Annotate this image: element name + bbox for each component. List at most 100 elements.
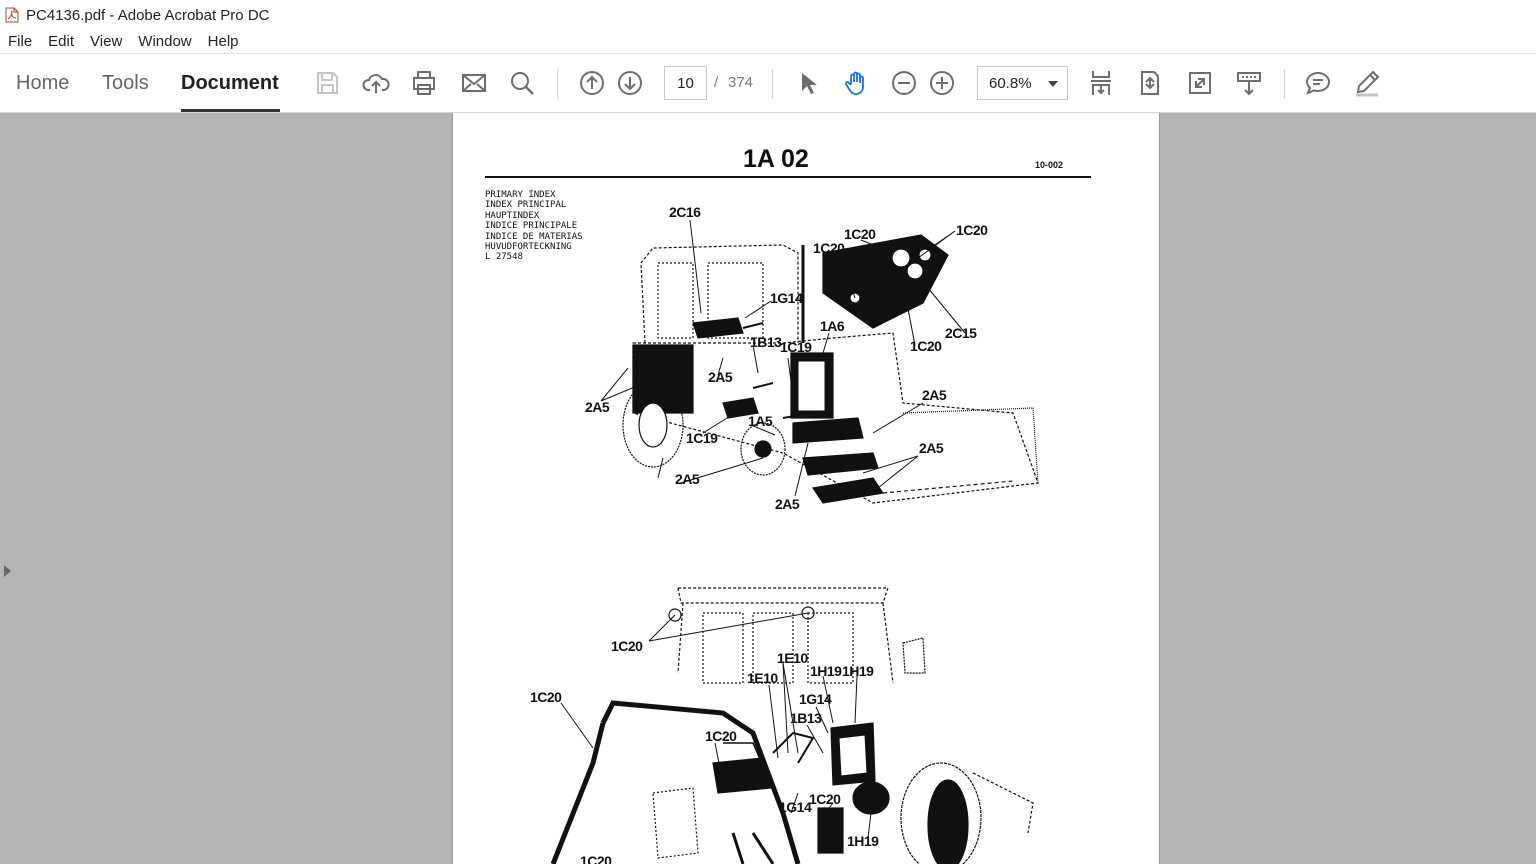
menu-help[interactable]: Help [207, 33, 239, 50]
callout-label: 2A5 [919, 440, 944, 456]
menu-window[interactable]: Window [138, 33, 192, 50]
tractor-top-illustration [622, 234, 1039, 504]
full-screen-icon [1189, 72, 1211, 94]
zoom-in-button[interactable] [925, 66, 959, 100]
read-mode-button[interactable] [1232, 66, 1266, 100]
callout-label: 1C20 [530, 689, 562, 705]
callout-label: 1H19 [847, 833, 879, 849]
hand-tool-button[interactable] [839, 66, 873, 100]
zoom-out-button[interactable] [887, 66, 921, 100]
index-line: INDEX PRINCIPAL [485, 200, 567, 211]
index-line: HUVUDFORTECKNING [485, 242, 572, 253]
callout-label: 1C20 [705, 728, 737, 744]
top-callouts: 2C16 1C20 1C20 1C20 1G14 1A6 2C15 1C20 1… [585, 204, 989, 512]
page-separator: / [714, 74, 719, 91]
next-page-icon [618, 71, 642, 95]
index-line: INDICE PRINCIPALE [485, 221, 578, 232]
callout-label: 1G14 [779, 799, 812, 815]
callout-label: 2A5 [585, 399, 610, 415]
previous-page-button[interactable] [575, 66, 609, 100]
cloud-upload-icon [362, 74, 390, 93]
heading-rule [485, 176, 1091, 178]
chevron-down-icon [1048, 81, 1058, 87]
callout-label: 1C19 [780, 339, 812, 355]
menu-view[interactable]: View [90, 33, 123, 50]
tractor-bottom-illustration [550, 587, 1034, 864]
leader-lines [560, 219, 966, 839]
highlight-button[interactable] [1350, 66, 1384, 100]
callout-label: 1E10 [777, 650, 808, 666]
callout-label: 1A5 [748, 413, 773, 429]
title-bar: PC4136.pdf - Adobe Acrobat Pro DC [0, 0, 1536, 30]
mail-icon [462, 74, 486, 92]
callout-label: 2A5 [675, 471, 700, 487]
save-icon [317, 72, 338, 94]
pdf-page[interactable]: 1A 02 10-002 PRIMARY INDEX INDEX PRINCIP… [452, 113, 1160, 864]
callout-label: 1H19 [842, 663, 874, 679]
print-button[interactable] [407, 66, 441, 100]
hand-tool-icon [845, 71, 864, 95]
email-button[interactable] [457, 66, 491, 100]
tab-tools[interactable]: Tools [102, 72, 149, 94]
callout-label: 1A6 [820, 318, 845, 334]
tab-document[interactable]: Document [181, 72, 279, 94]
toolbar-divider [1284, 69, 1285, 99]
expand-panel-arrow-icon[interactable] [4, 565, 11, 577]
comment-button[interactable] [1301, 66, 1335, 100]
callout-label: 1E10 [747, 670, 778, 686]
zoom-level-value: 60.8% [989, 74, 1032, 92]
callout-label: 1C19 [686, 430, 718, 446]
page-number-input[interactable] [664, 66, 707, 100]
upload-button[interactable] [359, 66, 393, 100]
callout-label: 1C20 [844, 226, 876, 242]
page-heading: 1A 02 [743, 145, 809, 173]
toolbar-divider [557, 69, 558, 99]
index-list: PRIMARY INDEX INDEX PRINCIPAL HAUPTINDEX… [485, 190, 583, 263]
menu-edit[interactable]: Edit [48, 33, 75, 50]
print-icon [413, 71, 435, 95]
callout-label: 2C16 [669, 204, 701, 220]
callout-label: 1B13 [750, 334, 782, 350]
comment-icon [1305, 71, 1331, 95]
previous-page-icon [580, 71, 604, 95]
index-line: PRIMARY INDEX [485, 190, 556, 200]
index-line: HAUPTINDEX [485, 210, 540, 221]
callout-label: 1C20 [910, 338, 942, 354]
callout-label: 2C15 [945, 325, 977, 341]
read-mode-icon [1237, 72, 1261, 96]
fit-page-icon [1141, 71, 1159, 95]
main-toolbar: Home Tools Document / 374 60.8% [0, 55, 1536, 113]
callout-label: 1B13 [790, 710, 822, 726]
fit-page-button[interactable] [1133, 66, 1167, 100]
tab-home[interactable]: Home [16, 72, 70, 94]
save-button[interactable] [310, 66, 344, 100]
scroll-mode-icon [1091, 71, 1111, 95]
index-line: INDICE DE MATERIAS [485, 231, 583, 242]
zoom-out-icon [892, 71, 916, 95]
search-icon [511, 72, 534, 95]
callout-label: 1C20 [611, 638, 643, 654]
callout-label: 2A5 [922, 387, 947, 403]
scroll-mode-button[interactable] [1084, 66, 1118, 100]
menu-file[interactable]: File [8, 33, 33, 50]
callout-label: 2A5 [775, 496, 800, 512]
next-page-button[interactable] [613, 66, 647, 100]
zoom-in-icon [930, 71, 954, 95]
callout-label: 1C20 [580, 853, 612, 864]
callout-label: 1C20 [813, 240, 845, 256]
document-workspace[interactable]: 1A 02 10-002 PRIMARY INDEX INDEX PRINCIP… [0, 113, 1536, 864]
toolbar-divider [772, 69, 773, 99]
bottom-callouts: 1C20 1C20 1E10 1E10 1H19 1H19 1G14 1B13 … [530, 638, 880, 864]
zoom-level-select[interactable]: 60.8% [977, 66, 1068, 100]
find-button[interactable] [505, 66, 539, 100]
select-cursor-icon [802, 73, 817, 94]
callout-label: 1G14 [770, 290, 803, 306]
window-title: PC4136.pdf - Adobe Acrobat Pro DC [26, 6, 270, 24]
active-tab-indicator [181, 109, 280, 112]
pdf-file-icon [5, 7, 19, 23]
callout-label: 2A5 [708, 369, 733, 385]
menu-bar: File Edit View Window Help [0, 30, 1536, 54]
full-screen-button[interactable] [1183, 66, 1217, 100]
callout-label: 1G14 [799, 691, 832, 707]
select-tool-button[interactable] [790, 66, 824, 100]
